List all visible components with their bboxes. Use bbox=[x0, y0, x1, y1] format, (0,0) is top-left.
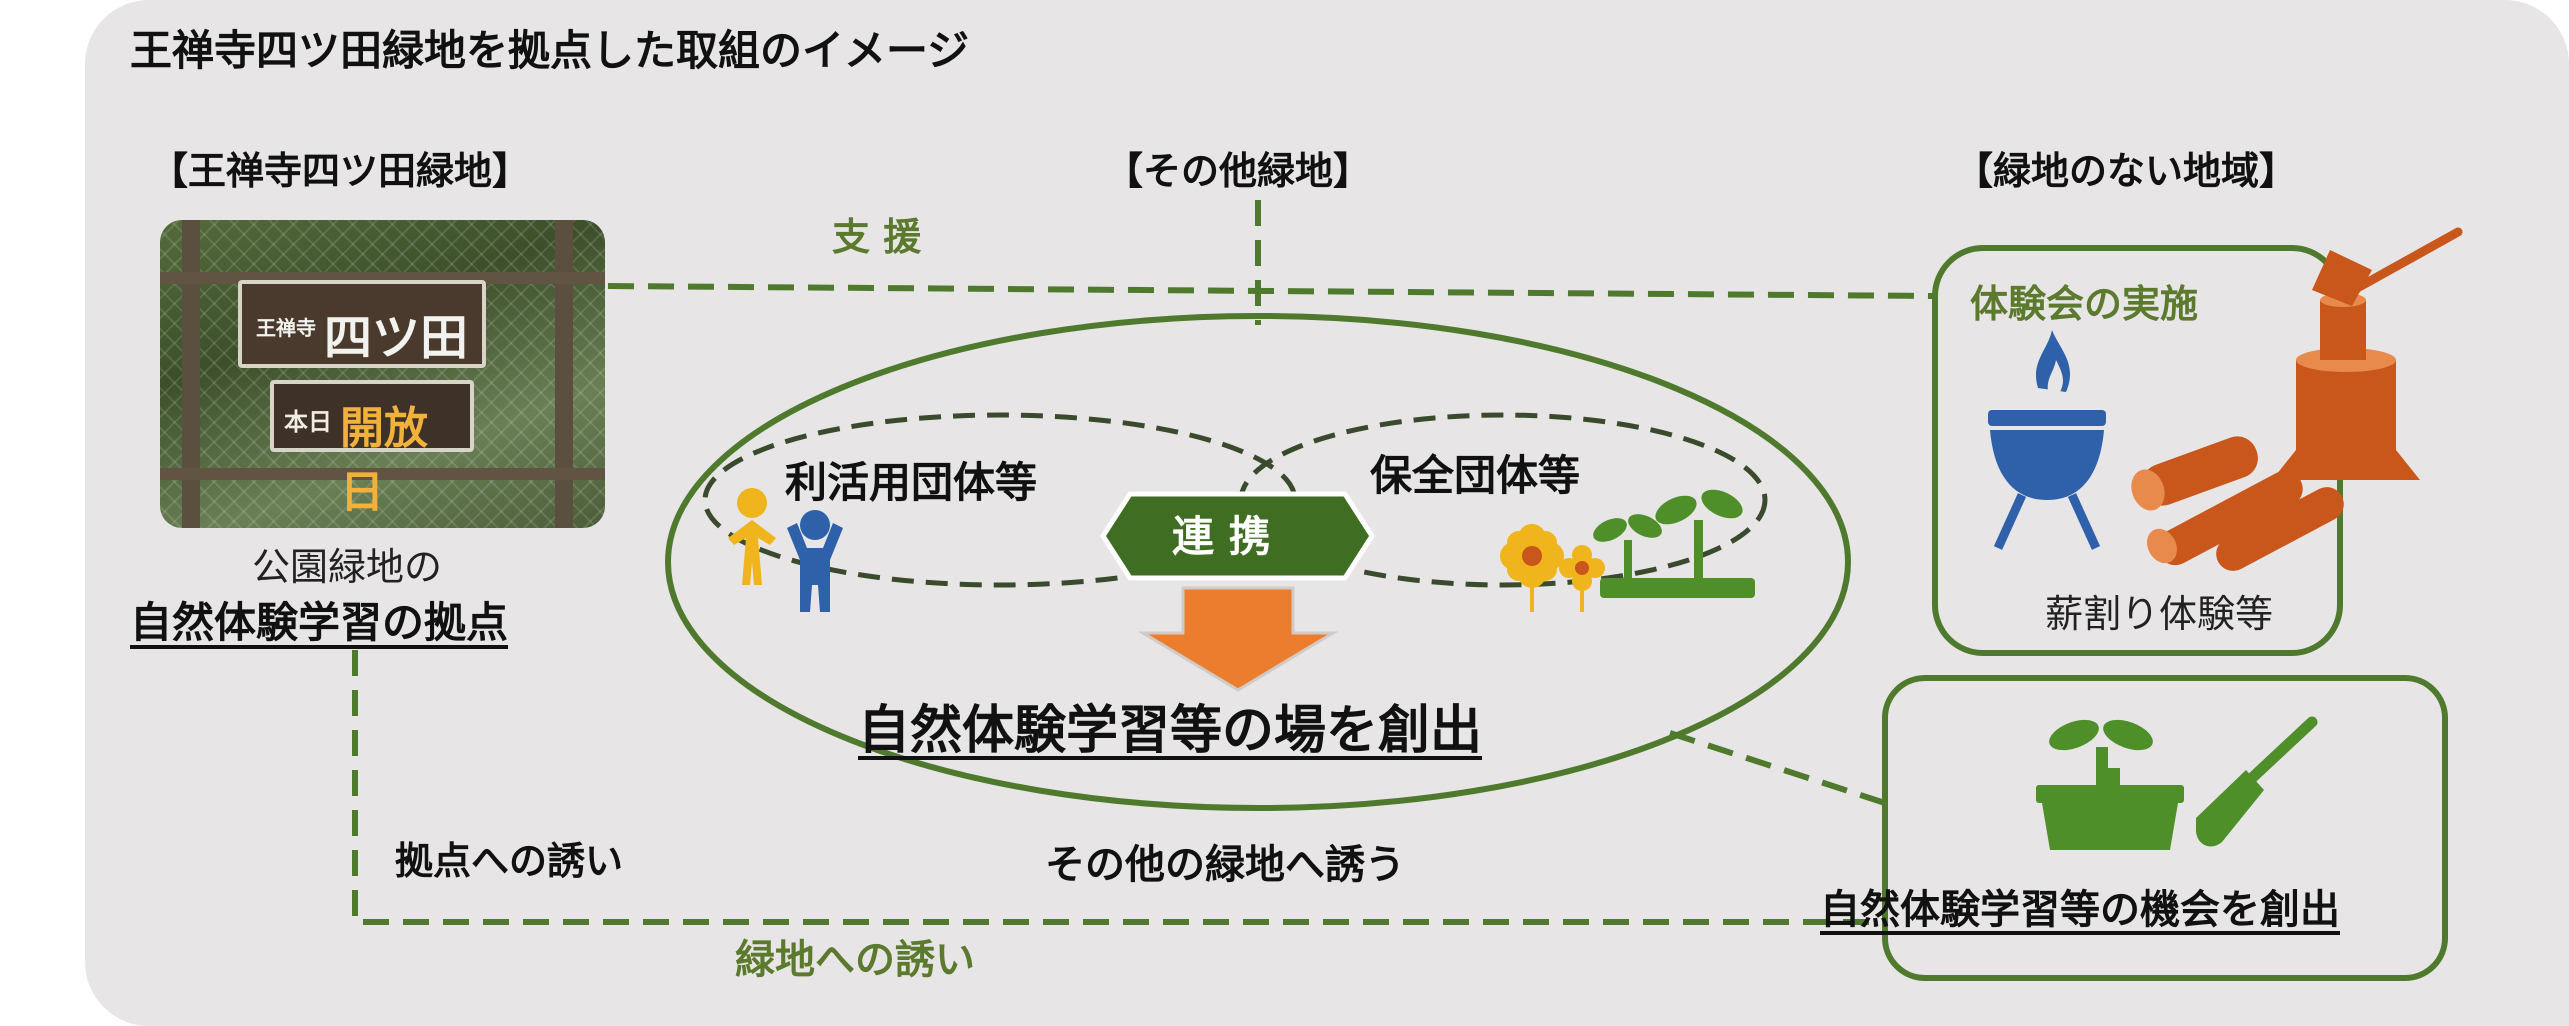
children-icon bbox=[728, 488, 843, 612]
open-day-big-text: 開放日 bbox=[340, 403, 428, 518]
seedling-icon bbox=[1593, 489, 1755, 598]
fence-post bbox=[182, 220, 200, 528]
axe-stump-icon bbox=[2272, 227, 2463, 480]
experience-caption: 薪割り体験等 bbox=[2045, 592, 2274, 636]
link-tag bbox=[1100, 491, 1375, 581]
group2-label: 保全団体等 bbox=[1370, 451, 1581, 500]
link-label: 連 携 bbox=[1172, 512, 1271, 561]
flower-icon bbox=[1500, 524, 1605, 612]
bbq-grill-icon bbox=[1988, 330, 2106, 550]
sign-small-text: 王禅寺 bbox=[256, 316, 316, 340]
opportunity-line bbox=[1669, 730, 1886, 806]
firewood-log-icon bbox=[2131, 436, 2344, 571]
left-caption-1: 公園緑地の bbox=[252, 545, 443, 589]
down-arrow-icon bbox=[1137, 586, 1339, 692]
result-label: 自然体験学習等の場を創出 bbox=[858, 701, 1483, 761]
invite-base-line bbox=[352, 650, 1880, 925]
park-photo: 王禅寺 四ツ田緑地 本日 開放日 bbox=[160, 220, 605, 528]
park-name-sign: 王禅寺 四ツ田緑地 bbox=[238, 280, 486, 436]
collaboration-ellipse bbox=[665, 313, 1851, 811]
open-day-sign: 本日 開放日 bbox=[270, 380, 474, 518]
fence-post bbox=[555, 220, 573, 528]
support-line bbox=[607, 283, 1936, 299]
planter-trowel-icon bbox=[2036, 716, 2318, 850]
group1-label: 利活用団体等 bbox=[785, 458, 1038, 507]
right-heading: 【緑地のない地域】 bbox=[1955, 149, 2298, 193]
support-label: 支 援 bbox=[832, 215, 922, 259]
connector-lines bbox=[352, 200, 1936, 925]
invite-green-label: 緑地への誘い bbox=[735, 937, 975, 983]
invite-base-label: 拠点への誘い bbox=[395, 839, 624, 883]
opportunity-caption: 自然体験学習等の機会を創出 bbox=[1820, 887, 2340, 933]
center-heading: 【その他緑地】 bbox=[1105, 149, 1372, 193]
experience-title: 体験会の実施 bbox=[1970, 282, 2199, 326]
invite-other-label: その他の緑地へ誘う bbox=[1045, 842, 1405, 888]
fence-rail bbox=[160, 468, 605, 480]
left-heading: 【王禅寺四ツ田緑地】 bbox=[150, 149, 531, 193]
left-caption-2: 自然体験学習の拠点 bbox=[130, 598, 509, 647]
page-title: 王禅寺四ツ田緑地を拠点した取組のイメージ bbox=[130, 26, 970, 75]
opportunity-box bbox=[1882, 675, 2448, 981]
open-day-small-text: 本日 bbox=[284, 408, 332, 436]
